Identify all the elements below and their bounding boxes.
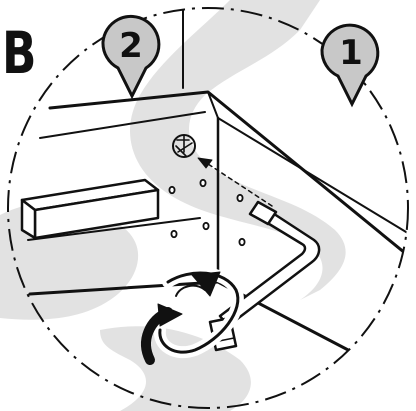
callout-2-marker: 2 [101, 15, 161, 100]
insertion-guide-arrow [197, 157, 273, 207]
dashed-detail-circle [7, 7, 409, 409]
rotation-arrow-icon [141, 267, 244, 365]
callout-1-marker: 1 [320, 23, 380, 108]
step-letter: B [2, 19, 37, 87]
cam-lock-icon [172, 134, 196, 158]
cabinet-panels [27, 8, 408, 408]
callout-2-label: 2 [119, 26, 143, 66]
callout-1-label: 1 [339, 33, 363, 73]
shelf-block [20, 178, 160, 240]
fastener-holes [168, 178, 246, 247]
